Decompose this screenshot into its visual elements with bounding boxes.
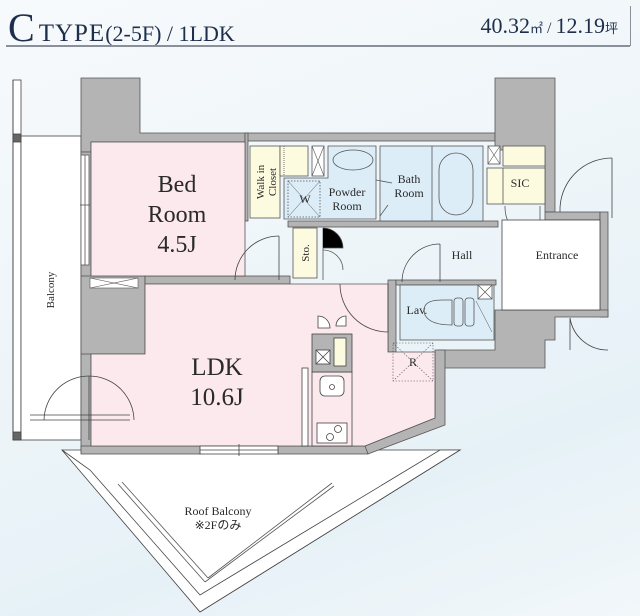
header-rule-vertical	[630, 6, 631, 46]
washer-mark: W	[299, 192, 311, 206]
wic-label-2: Closet	[267, 168, 279, 196]
wic-label: Walk in	[255, 164, 267, 199]
bath-room-label: Bath	[398, 172, 421, 186]
layout-type: 1LDK	[178, 21, 235, 46]
lavatory	[399, 284, 495, 341]
entrance	[501, 157, 613, 351]
bedroom-floor	[90, 141, 246, 277]
bedroom-window	[80, 154, 90, 266]
type-word: TYPE	[38, 20, 106, 47]
ldk-roof-balcony-door	[199, 444, 279, 456]
bedroom-door	[234, 235, 280, 281]
powder-room-label: Powder	[329, 185, 366, 199]
entrance-label: Entrance	[536, 248, 579, 262]
lavatory-label: Lav.	[407, 303, 428, 317]
area-sqm: 40.32	[480, 13, 531, 38]
bedroom-shelf	[89, 277, 139, 289]
balcony-label: Balcony	[45, 271, 57, 308]
hall	[401, 243, 441, 283]
sic-label: SIC	[511, 176, 530, 190]
roof-balcony-label: Roof Balcony	[185, 504, 252, 518]
floor-area: 40.32㎡ / 12.19坪	[481, 13, 618, 39]
bedroom-size: 4.5J	[157, 232, 196, 258]
type-letter: C	[8, 5, 35, 50]
refrigerator-space	[392, 342, 434, 382]
floors-range: (2-5F)	[105, 21, 162, 46]
area-tsubo: 12.19	[555, 13, 605, 38]
powder-room-label-2: Room	[332, 199, 362, 213]
ldk-label: LDK	[191, 354, 242, 381]
refrigerator-mark: R	[409, 355, 417, 369]
area-separator: /	[543, 20, 556, 37]
storage	[292, 227, 344, 280]
bedroom-label: Bed	[158, 172, 197, 198]
ldk-balcony-door	[30, 375, 135, 440]
ldk-hall-door	[339, 283, 389, 333]
bath-room-label-2: Room	[394, 186, 424, 200]
header-rule	[6, 45, 630, 47]
title-separator: /	[161, 21, 179, 46]
balcony	[12, 79, 82, 441]
roof-balcony	[61, 449, 462, 613]
walk-in-closet	[249, 145, 309, 219]
roof-balcony-note: ※2Fのみ	[195, 518, 242, 532]
tsubo-unit: 坪	[604, 21, 618, 36]
kitchen-counter	[301, 315, 353, 447]
sqm-unit: ㎡	[530, 21, 544, 36]
ldk-size: 10.6J	[190, 384, 244, 411]
bath-room	[375, 145, 484, 222]
storage-label: Sto.	[300, 244, 312, 262]
hall-label: Hall	[452, 248, 473, 262]
bedroom-label-2: Room	[148, 202, 207, 228]
powder-room	[283, 145, 377, 220]
